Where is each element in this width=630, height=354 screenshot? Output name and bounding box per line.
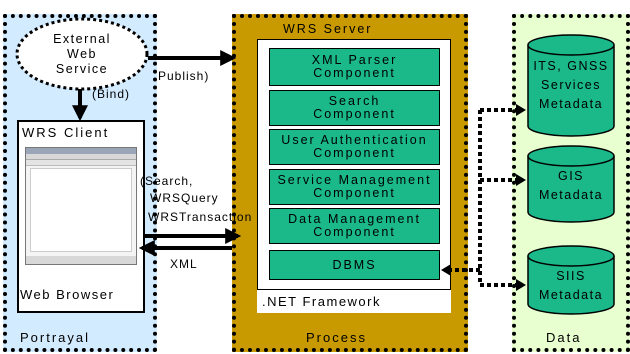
user-authentication-component: User Authentication Component	[269, 129, 440, 165]
browser-window-thumbnail	[25, 147, 137, 265]
datastore-its-gnss: ITS, GNSS Services Metadata	[527, 34, 615, 137]
search-component: Search Component	[269, 90, 440, 126]
datastore-3-line-1: SIIS	[556, 269, 586, 283]
process-title: Process	[306, 330, 367, 345]
ext-service-line-3: Service	[56, 62, 108, 76]
data-title: Data	[546, 330, 582, 345]
search-label: (Search,	[140, 174, 193, 188]
dbms-component: DBMS	[269, 250, 440, 280]
connector-arrow-3	[516, 279, 526, 291]
datastore-gis: GIS Metadata	[527, 145, 615, 223]
xml-label: XML	[170, 257, 198, 271]
bind-label: (Bind)	[92, 87, 130, 101]
connector-arrow-dbms	[441, 264, 451, 276]
wrs-client-title: WRS Client	[22, 125, 110, 140]
connector-arrow-2	[516, 174, 526, 186]
datastore-2-line-1: GIS	[558, 169, 584, 183]
datastore-1-line-2: Services	[541, 78, 601, 92]
datastore-1-line-3: Metadata	[539, 97, 603, 111]
datastore-1-line-1: ITS, GNSS	[533, 59, 608, 73]
datastore-3-line-2: Metadata	[539, 288, 603, 302]
dbms-connectors	[446, 108, 522, 287]
ext-service-line-2: Web	[67, 47, 97, 61]
connector-arrow-1	[516, 104, 526, 116]
xml-parser-component: XML Parser Component	[269, 48, 440, 86]
wrsquery-label: WRSQuery	[150, 191, 219, 205]
publish-label: Publish)	[158, 69, 209, 83]
datastore-siis: SIIS Metadata	[527, 245, 615, 315]
wrstransaction-label: WRSTransaction	[148, 210, 252, 224]
web-browser-label: Web Browser	[20, 287, 115, 302]
net-framework-bar	[257, 289, 451, 313]
datastore-2-line-2: Metadata	[539, 188, 603, 202]
portrayal-title: Portrayal	[20, 330, 91, 345]
service-management-component: Service Management Component	[269, 169, 440, 205]
ext-service-line-1: External	[53, 32, 111, 46]
server-title: WRS Server	[283, 22, 373, 36]
data-management-component: Data Management Component	[269, 208, 440, 244]
net-framework-label: .NET Framework	[262, 294, 381, 309]
